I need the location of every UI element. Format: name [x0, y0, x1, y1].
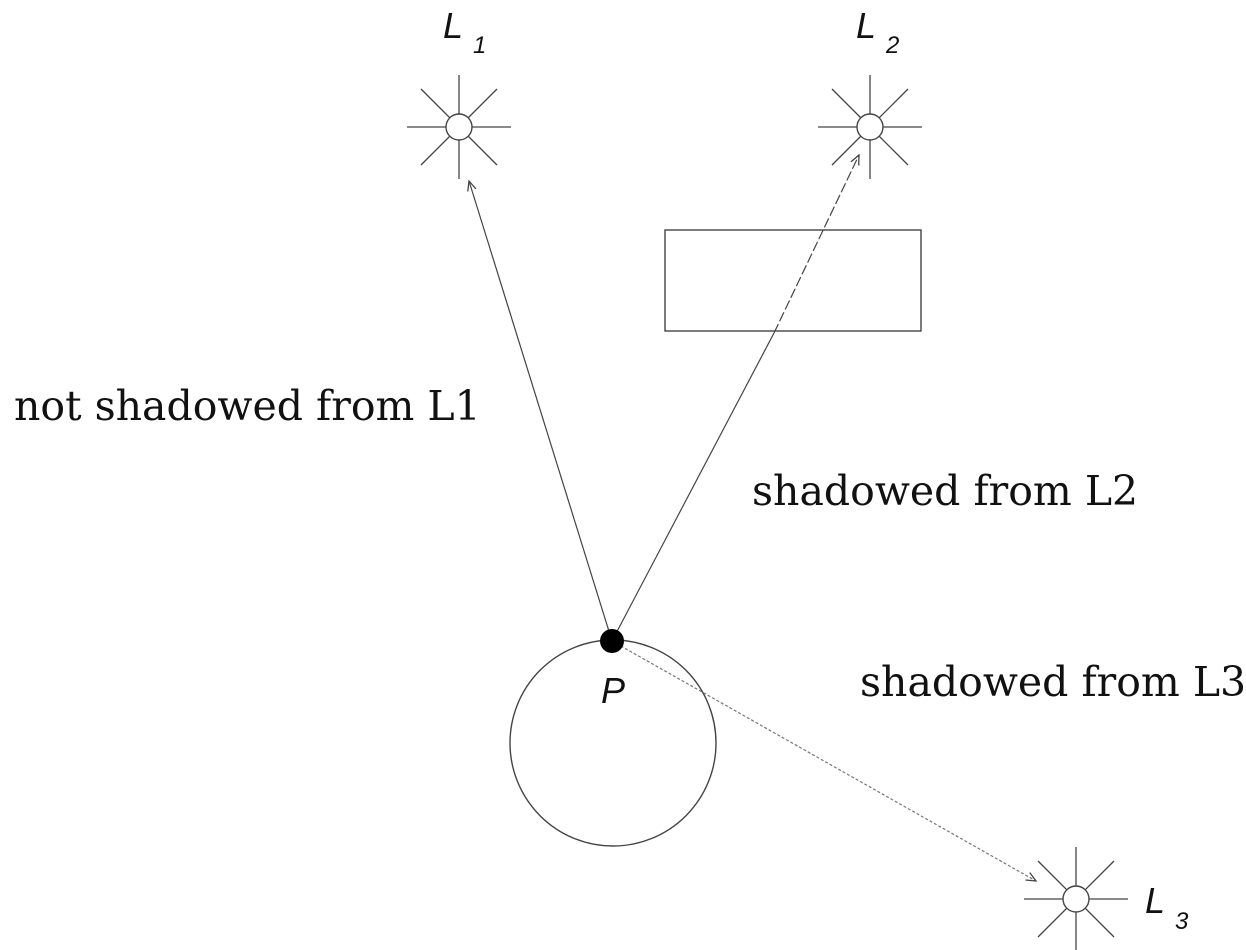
light-l2-icon [818, 75, 922, 179]
caption-not-shadowed-l1: not shadowed from L1 [14, 382, 481, 430]
caption-shadowed-l3: shadowed from L3 [860, 658, 1246, 706]
point-p-label: P [601, 670, 625, 711]
ray-to-l3 [611, 640, 1036, 881]
ray-to-l1 [469, 181, 613, 642]
ray-to-l2 [611, 332, 775, 642]
ray-to-l2-blocked-segment [773, 155, 859, 334]
caption-shadowed-l2: shadowed from L2 [752, 467, 1139, 515]
light-l3-icon [1024, 847, 1128, 950]
light-l3-label: L3 [1145, 880, 1189, 935]
light-l1-icon [407, 75, 511, 179]
surface-point-p [600, 629, 624, 653]
occluder-box [664, 229, 922, 332]
